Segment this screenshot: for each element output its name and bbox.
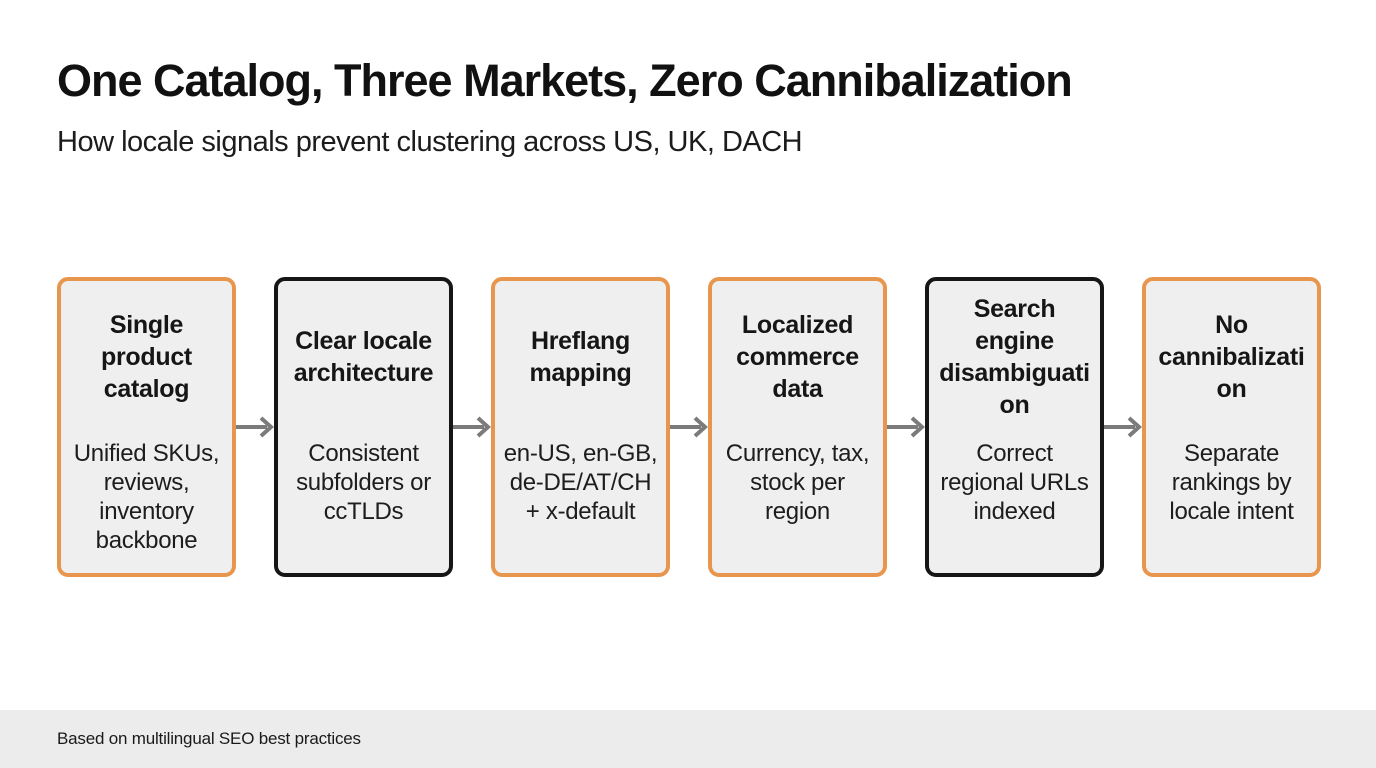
footer-bar: Based on multilingual SEO best practices <box>0 710 1376 768</box>
flow-step-single-product-catalog: Single product catalog Unified SKUs, rev… <box>57 277 236 577</box>
flow-step-hreflang-mapping: Hreflang mapping en-US, en-GB, de-DE/AT/… <box>491 277 670 577</box>
page-subtitle: How locale signals prevent clustering ac… <box>57 126 803 158</box>
step-title: Hreflang mapping <box>529 327 632 387</box>
flow-step-search-engine-disambiguation: Search engine disambiguation Correct reg… <box>925 277 1104 577</box>
flow-arrow-icon <box>1104 414 1142 440</box>
step-title: Single product catalog <box>101 311 192 403</box>
step-title: No cannibalization <box>1158 311 1305 403</box>
footer-attribution: Based on multilingual SEO best practices <box>57 729 361 748</box>
step-title: Localized commerce data <box>736 311 859 403</box>
step-body: Unified SKUs, reviews, inventory backbon… <box>73 440 220 555</box>
flow-arrow-icon <box>453 414 491 440</box>
flow-arrow-icon <box>236 414 274 440</box>
step-body: en-US, en-GB, de-DE/AT/CH + x-default <box>503 440 658 526</box>
flow-arrow-icon <box>887 414 925 440</box>
flow-step-clear-locale-architecture: Clear locale architecture Consistent sub… <box>274 277 453 577</box>
step-body: Correct regional URLs indexed <box>940 440 1089 526</box>
flow-step-localized-commerce-data: Localized commerce data Currency, tax, s… <box>708 277 887 577</box>
step-body: Currency, tax, stock per region <box>725 440 870 526</box>
flow-arrow-icon <box>670 414 708 440</box>
flow-step-no-cannibalization: No cannibalization Separate rankings by … <box>1142 277 1321 577</box>
step-title: Clear locale architecture <box>293 327 434 387</box>
flow-diagram: Single product catalog Unified SKUs, rev… <box>57 277 1321 577</box>
step-body: Separate rankings by locale intent <box>1169 440 1294 526</box>
step-title: Search engine disambiguation <box>939 295 1090 419</box>
page-title: One Catalog, Three Markets, Zero Canniba… <box>57 55 1073 106</box>
step-body: Consistent subfolders or ccTLDs <box>296 440 431 526</box>
